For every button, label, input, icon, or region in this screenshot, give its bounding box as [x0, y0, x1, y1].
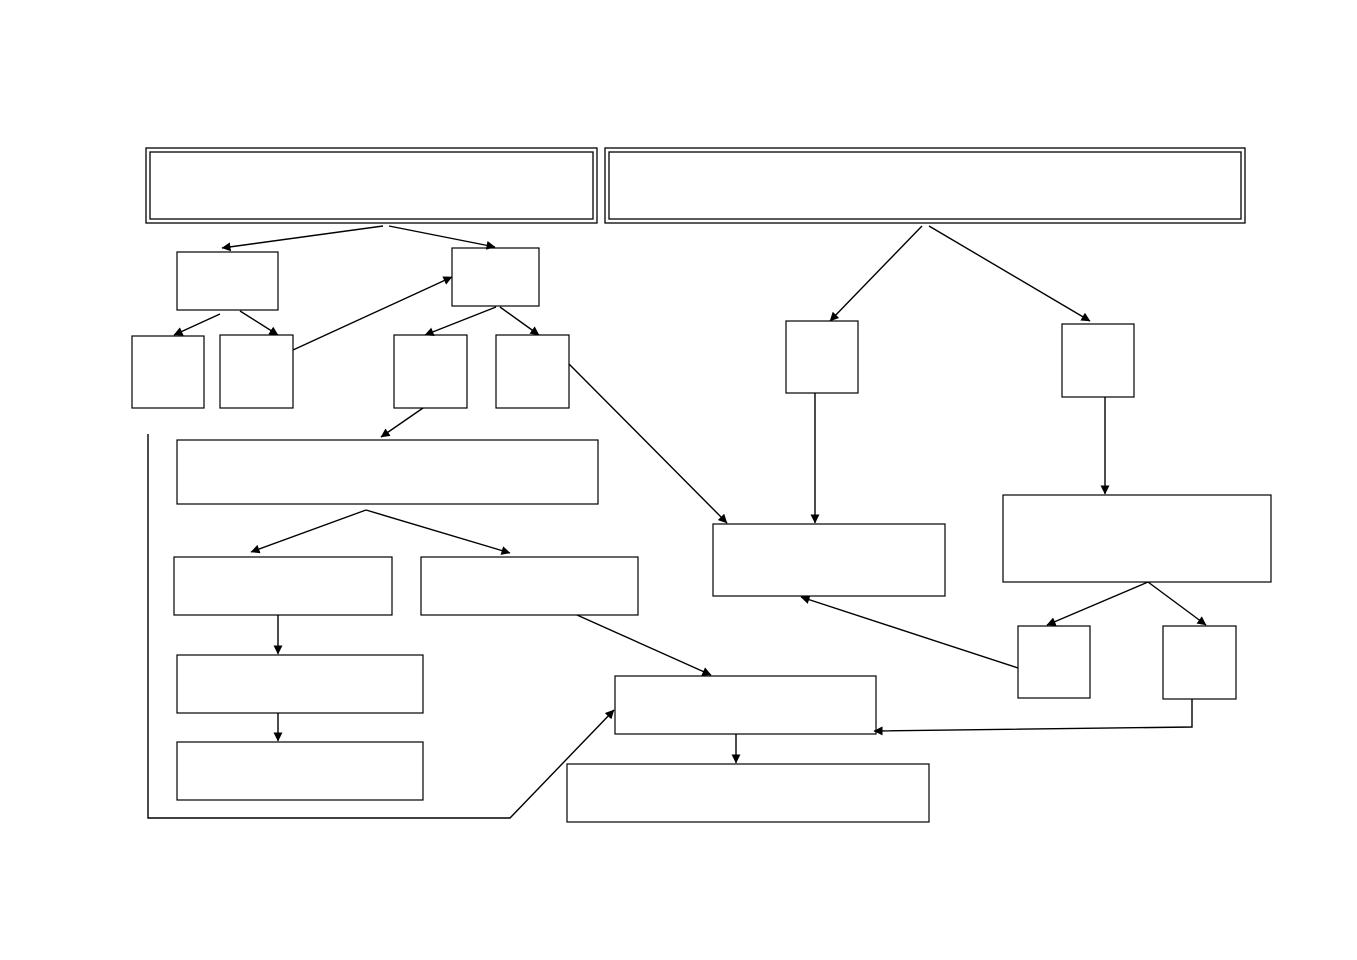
arrow-l2-to-l5 — [424, 306, 497, 337]
box-r5 — [1017, 625, 1091, 699]
arrow-header-right-to-r1 — [829, 225, 923, 322]
arrow-header-right-to-r2 — [928, 225, 1091, 322]
arrow-l5-to-l7 — [380, 407, 424, 438]
box-r3 — [712, 523, 946, 597]
box-l3 — [131, 335, 205, 409]
arrow-l4-to-l2 — [292, 276, 453, 351]
arrow-r5-to-r3 — [800, 595, 1019, 669]
box-l7 — [176, 439, 599, 505]
box-l6 — [495, 334, 570, 409]
arrow-header-left-to-l2 — [388, 225, 496, 250]
box-r4 — [1002, 494, 1272, 583]
arrow-r4-to-r6 — [1147, 581, 1207, 626]
box-l2 — [451, 247, 540, 307]
box-c2 — [566, 763, 930, 823]
header-box-left — [145, 147, 598, 224]
arrow-header-left-to-l1 — [221, 225, 384, 252]
arrow-r6-to-c1 — [873, 699, 1193, 736]
box-r6 — [1162, 625, 1237, 700]
arrow-loop-to-c1 — [147, 434, 615, 819]
box-l11 — [176, 741, 424, 801]
arrow-l1-to-l4 — [239, 310, 279, 336]
box-l8 — [173, 556, 393, 616]
arrow-l6-to-r3 — [568, 363, 728, 524]
box-r1 — [785, 320, 859, 394]
box-c1 — [614, 675, 877, 735]
box-l5 — [393, 334, 468, 409]
box-r2 — [1061, 323, 1135, 398]
header-box-right — [604, 147, 1246, 224]
arrow-r4-to-r5 — [1046, 581, 1149, 626]
box-l1 — [176, 251, 279, 311]
arrow-l9-to-c1 — [576, 614, 712, 676]
box-l4 — [219, 334, 294, 409]
arrow-l2-to-l6 — [499, 306, 540, 336]
box-l9 — [420, 556, 639, 616]
arrow-l7-to-l9 — [365, 509, 511, 555]
arrow-l7-to-l8 — [250, 509, 367, 554]
arrow-l1-to-l3 — [173, 313, 221, 336]
box-l10 — [176, 654, 424, 714]
